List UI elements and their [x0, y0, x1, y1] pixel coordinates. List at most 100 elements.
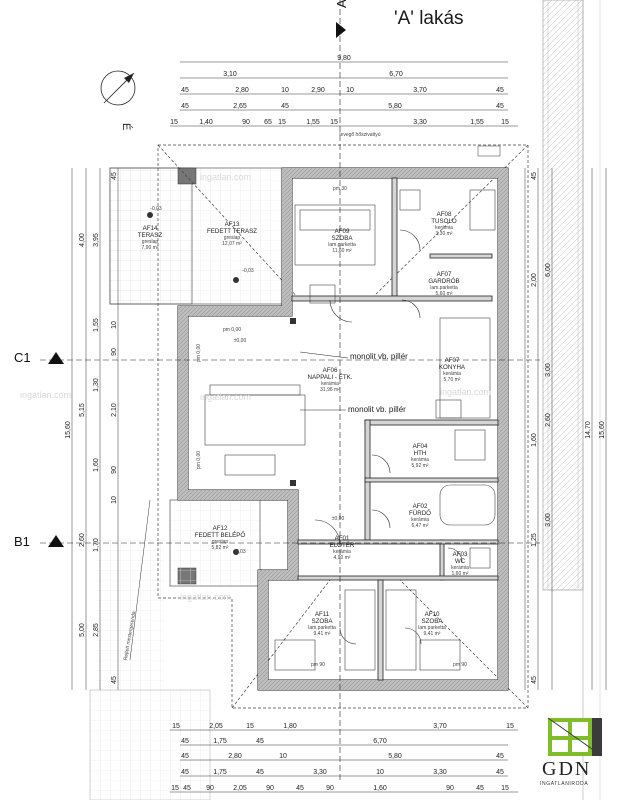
pillar-label-2: monolit vb. pillér: [348, 405, 406, 414]
room-code: AF04: [413, 443, 428, 450]
dim-top-label: 9,80: [337, 55, 351, 62]
watermark-3: ingatlan.com: [20, 390, 71, 400]
room-floor: kerámia: [435, 225, 453, 231]
room-area: 7,90 m²: [142, 245, 159, 251]
room-code: AF10: [425, 611, 440, 618]
room-area: 3,30 m²: [436, 231, 453, 237]
room-floor: kerámia: [321, 381, 339, 387]
dim-bottom-label: 45: [256, 738, 264, 745]
room-area: 11,60 m²: [332, 248, 352, 254]
dim-bottom-label: 2,05: [209, 723, 223, 730]
dim-left-label: 2,10: [111, 403, 118, 417]
dim-left-label: 10: [111, 496, 118, 504]
furniture: [204, 189, 496, 671]
room-name: TERASZ: [138, 232, 163, 239]
room-name: KONYHA: [439, 364, 466, 371]
dim-top-label: 1,40: [199, 119, 213, 126]
room-code: AF14: [143, 225, 158, 232]
dim-bottom-label: 45: [496, 769, 504, 776]
watermark-2: ingatlan.com: [200, 392, 251, 402]
gdn-logo-icon: [547, 717, 603, 757]
columns: [147, 212, 296, 555]
dim-right-label: 45: [531, 676, 538, 684]
room-name: SZOBA: [312, 618, 334, 625]
dim-top-label: 15: [278, 119, 286, 126]
dim-bottom-label: 2,80: [228, 753, 242, 760]
room-code: AF09: [335, 228, 350, 235]
dim-top-label: 15: [170, 119, 178, 126]
dim-left-label: 3,95: [93, 233, 100, 247]
dim-left-label: 1,60: [93, 458, 100, 472]
dim-bottom-label: 45: [296, 785, 304, 792]
dim-right-label: 14,70: [585, 421, 592, 439]
room-floor: lam.parketta: [418, 625, 446, 631]
dim-bottom-label: 45: [183, 785, 191, 792]
dim-bottom-label: 90: [266, 785, 274, 792]
dim-left-label: 45: [111, 172, 118, 180]
section-arrow-a1: [336, 22, 346, 38]
dim-left-label: 2,60: [79, 533, 86, 547]
dim-bottom-label: 15: [172, 723, 180, 730]
terrace-area: [109, 167, 283, 587]
dim-left-label: 1,30: [93, 378, 100, 392]
north-arrow-icon: É: [100, 70, 136, 130]
dim-bottom-label: 90: [446, 785, 454, 792]
watermark-1: ingatlan.com: [200, 172, 251, 182]
room-name: GARDRÓB: [428, 278, 459, 285]
dims-top: [170, 61, 518, 127]
room-area: 12,07 m²: [222, 241, 242, 247]
dim-top-label: 2,90: [311, 87, 325, 94]
logo-subtitle: INGATLANIRODA: [540, 781, 589, 787]
dim-bottom-label: 45: [256, 769, 264, 776]
room-code: AF07: [437, 271, 452, 278]
dim-left-label: 1,70: [93, 538, 100, 552]
dim-top-label: 5,80: [388, 103, 402, 110]
room-floor: greslap: [224, 235, 241, 241]
dim-top-label: 3,10: [223, 71, 237, 78]
dim-top-label: 2,65: [233, 103, 247, 110]
room-code: AF02: [413, 503, 428, 510]
room-name: SZOBA: [332, 235, 354, 242]
pm-6: pm 90: [453, 662, 467, 668]
dim-top-label: 45: [281, 103, 289, 110]
dim-right-label: 2,60: [545, 413, 552, 427]
pm-2: pm 0,00: [196, 344, 202, 362]
room-area: 5,92 m²: [412, 463, 429, 469]
dim-bottom-label: 3,70: [433, 723, 447, 730]
room-floor: lam.parketta: [308, 625, 336, 631]
dim-bottom-label: 1,75: [213, 769, 227, 776]
level-1: -0,03: [150, 206, 162, 212]
dim-top-label: 45: [181, 87, 189, 94]
section-arrow-c1: [48, 352, 64, 364]
room-name: NAPPALI - ÉTK.: [308, 374, 353, 381]
dim-bottom-label: 2,05: [233, 785, 247, 792]
dims-right: [524, 168, 607, 690]
dim-right-label: 3,00: [545, 363, 552, 377]
svg-text:É: É: [120, 123, 133, 130]
level-3: ±0,00: [234, 338, 247, 344]
dim-bottom-label: 5,80: [388, 753, 402, 760]
room-floor: greslap: [142, 239, 159, 245]
dim-bottom-label: 45: [181, 769, 189, 776]
dim-right-label: 3,00: [545, 513, 552, 527]
dim-bottom-label: 45: [496, 753, 504, 760]
room-code: AF03: [453, 551, 468, 558]
room-floor: kerámia: [451, 565, 469, 571]
dim-bottom-label: 3,30: [433, 769, 447, 776]
dim-top-label: 65: [264, 119, 272, 126]
dim-bottom-label: 90: [206, 785, 214, 792]
dim-bottom-label: 45: [476, 785, 484, 792]
dim-bottom-label: 15: [501, 785, 509, 792]
dim-right-label: 15,60: [599, 421, 606, 439]
dim-left-label: 2,85: [93, 623, 100, 637]
room-name: FÜRDŐ: [409, 510, 431, 517]
page-title: 'A' lakás: [394, 8, 464, 29]
room-area: 5,70 m²: [444, 377, 461, 383]
dim-bottom-label: 15: [171, 785, 179, 792]
room-code: AF06: [323, 367, 338, 374]
room-area: 5,60 m²: [436, 291, 453, 297]
dim-bottom-label: 1,60: [373, 785, 387, 792]
paving-area: [89, 540, 211, 800]
